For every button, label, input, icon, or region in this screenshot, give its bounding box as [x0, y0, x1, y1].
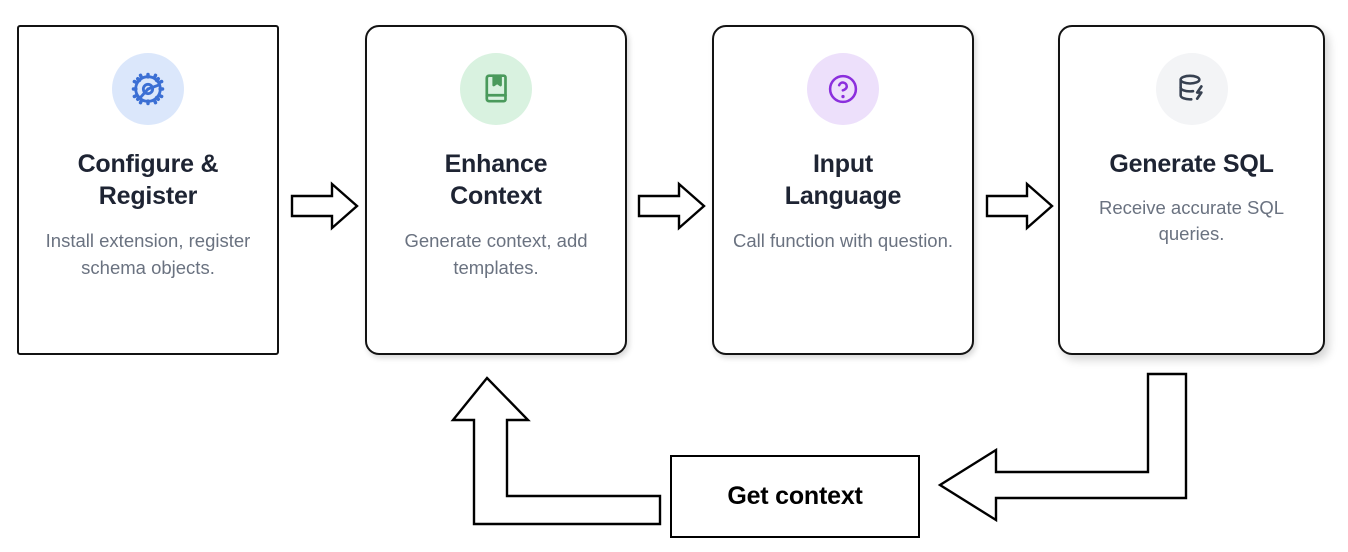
step-description: Call function with question. [732, 230, 954, 251]
arrow-generate-to-get-context [937, 372, 1188, 523]
step-title-line-1: Generate SQL [1109, 150, 1274, 178]
step-description: Install extension, register schema objec… [45, 230, 251, 278]
arrow-right-configure-to-enhance [290, 181, 359, 231]
database-bolt-icon-bubble [1155, 53, 1228, 125]
arrow-right-input-to-generate [985, 181, 1054, 231]
get-context-label: Get context [727, 482, 863, 510]
step-card-generate-sql[interactable]: Generate SQL Receive accurate SQL querie… [1058, 25, 1325, 355]
step-description: Receive accurate SQL queries. [1098, 196, 1285, 245]
step-title-line-2: Register [98, 181, 198, 210]
step-card-configure-register[interactable]: Configure & Register Install extension, … [17, 25, 279, 355]
step-card-enhance-context[interactable]: Enhance Context Generate context, add te… [365, 25, 627, 355]
step-title-line-1: Enhance [444, 150, 548, 178]
step-title-line-1: Input [812, 150, 874, 178]
arrow-get-context-to-enhance [450, 376, 662, 526]
database-bolt-icon [1178, 74, 1203, 101]
question-circle-icon-bubble [807, 53, 879, 125]
step-title: Enhance Context [377, 149, 614, 212]
step-title-line-2: Context [450, 181, 542, 210]
step-description: Generate context, add templates. [404, 230, 588, 278]
question-circle-icon [828, 74, 858, 104]
step-title-line-1: Configure & [77, 150, 219, 178]
step-title: Generate SQL [1071, 149, 1313, 181]
step-card-input-language[interactable]: Input Language Call function with questi… [712, 25, 974, 355]
gear-icon [131, 72, 165, 106]
get-context-box[interactable]: Get context [670, 455, 920, 538]
book-bookmark-icon-bubble [460, 53, 532, 125]
arrow-right-enhance-to-input [637, 181, 706, 231]
step-title: Configure & Register [29, 149, 266, 212]
step-title: Input Language [724, 149, 961, 212]
step-title-line-2: Language [784, 181, 902, 210]
book-bookmark-icon [485, 74, 507, 103]
gear-icon-bubble [112, 53, 184, 125]
